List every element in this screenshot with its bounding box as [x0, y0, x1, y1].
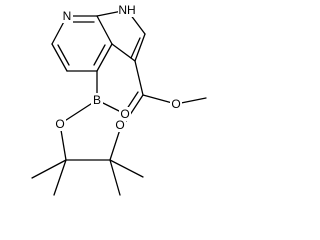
atom-label-carbonyl-o: O — [115, 118, 124, 132]
atom-labels: N NH B O O O O — [54, 3, 182, 132]
bond-methyl-2 — [31, 159, 67, 179]
bond-c2-c3 — [134, 33, 146, 62]
bond-methyl-3 — [109, 159, 121, 196]
double-bond-c5-c6 — [57, 44, 70, 66]
bond-methyl-4 — [109, 159, 144, 178]
atom-label-ether-o: O — [171, 97, 180, 111]
molecule-structure-diagram: N NH B O O O O — [31, 3, 207, 196]
pyridine-ring — [51, 15, 113, 72]
bond-methyl-1 — [53, 159, 67, 196]
bond-b-o-lower — [59, 99, 98, 125]
pyrrole-ring — [96, 9, 146, 62]
atom-label-boronate-o-lower: O — [55, 117, 64, 131]
atom-label-pyridine-n: N — [63, 9, 72, 23]
atom-label-boronate-o-upper: O — [120, 107, 129, 121]
bond-c5-c6 — [51, 43, 68, 72]
pinacol-boronate — [31, 70, 144, 196]
atom-label-pyrrole-nh: NH — [118, 3, 135, 17]
double-bond-c2-c3 — [130, 37, 141, 59]
bond-c3-carbonyl-c — [134, 60, 144, 96]
bond-c7a-c3a — [96, 15, 113, 45]
methyl-ester — [118, 60, 207, 125]
bond-c3a-c4 — [96, 43, 113, 72]
double-bond-c3a-c4 — [93, 44, 106, 66]
atom-label-boron: B — [93, 93, 101, 107]
bond-c3-c3a — [111, 43, 136, 62]
